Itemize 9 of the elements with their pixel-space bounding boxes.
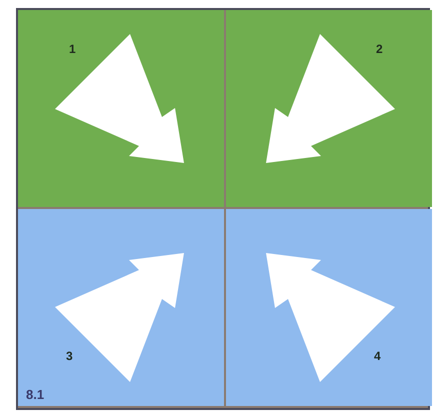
quadrant-number: 1 — [69, 42, 76, 56]
quadrant-panel — [226, 209, 432, 406]
quadrant-number: 4 — [374, 349, 381, 363]
quadrant-number: 2 — [376, 42, 383, 56]
quadrant-panel — [226, 10, 432, 207]
figure-number: 8.1 — [26, 387, 44, 402]
quadrant-panel — [18, 209, 224, 406]
quadrant-number: 3 — [66, 349, 73, 363]
quadrant-panel — [18, 10, 224, 207]
